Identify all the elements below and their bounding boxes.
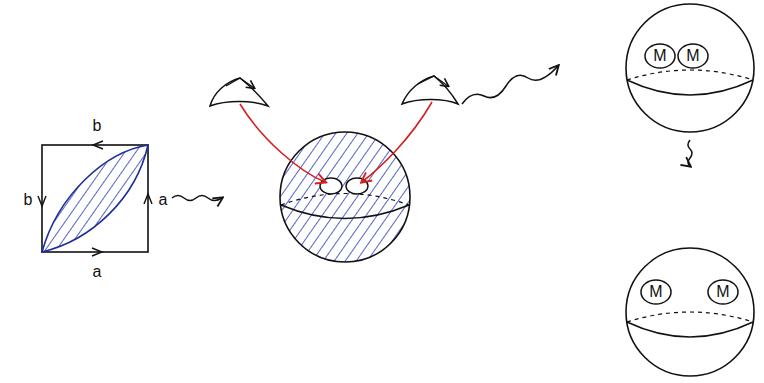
surface-letter: M: [653, 47, 666, 65]
cross-cap: [210, 76, 458, 106]
m-circle: M: [640, 279, 672, 305]
m-circle: M: [644, 43, 676, 69]
m-circle: M: [707, 279, 739, 305]
surface-letter: M: [686, 47, 699, 65]
squiggle-arrow: [688, 140, 692, 166]
edge-label: b: [24, 191, 33, 209]
edge-label: a: [93, 263, 102, 281]
square-polygon: [38, 141, 152, 256]
squiggle-arrow: [172, 196, 222, 201]
sphere: [626, 248, 754, 376]
sphere-with-holes: [280, 132, 410, 262]
squiggle-arrow: [462, 66, 558, 104]
m-circle: M: [677, 43, 709, 69]
attach-arrow: [362, 102, 432, 182]
attach-arrow: [240, 104, 325, 182]
surface-letter: M: [649, 283, 662, 301]
edge-label: b: [93, 117, 102, 135]
surface-letter: M: [716, 283, 729, 301]
edge-label: a: [159, 191, 168, 209]
sphere: [626, 4, 754, 132]
